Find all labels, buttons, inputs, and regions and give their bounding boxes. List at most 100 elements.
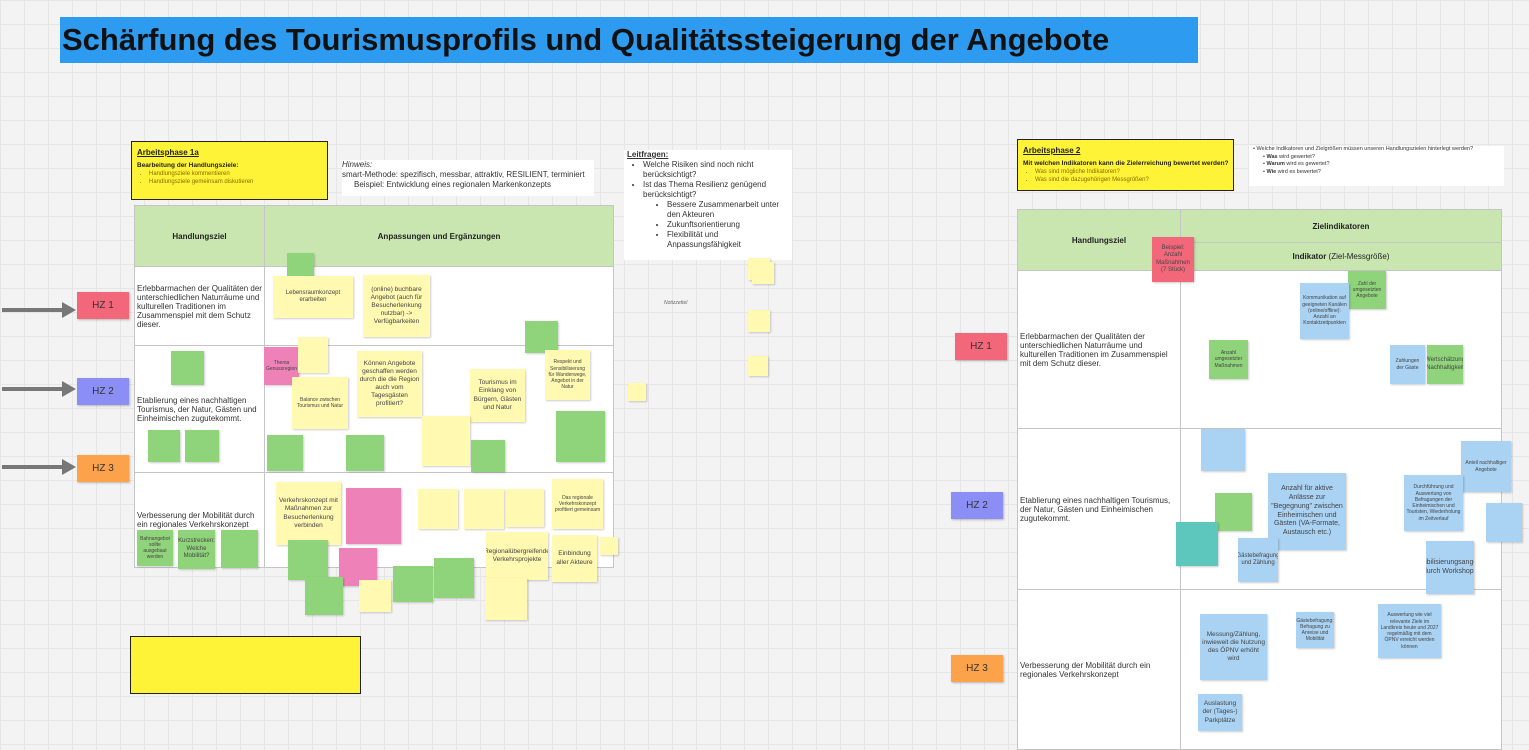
leitfragen-item: Welche Risiken sind noch nicht berücksic… [643,160,789,180]
leitfragen-heading: Leitfragen: [627,150,669,159]
sticky-note[interactable] [506,489,544,527]
sticky-note[interactable] [288,540,328,580]
sticky-note[interactable]: Auswertung wie viel relevante Ziele im L… [1378,604,1441,658]
table1-header-anpassungen: Anpassungen und Ergänzungen [264,205,614,267]
sticky-note[interactable]: Kommunikation auf geeigneten Kanälen (on… [1300,283,1349,339]
sticky-note[interactable] [600,537,618,555]
phase1-subheading: Bearbeitung der Handlungsziele: [137,162,239,169]
sticky-note[interactable] [748,356,768,376]
sticky-note[interactable] [346,488,401,544]
table1-row-goal: Erlebbarmachen der Qualitäten der unters… [134,266,265,346]
phase1-item: Handlungsziele gemeinsam diskutieren [149,178,323,186]
sticky-note[interactable] [752,262,774,284]
sticky-note[interactable] [1215,493,1252,531]
sticky-note[interactable]: Das regionale Verkehrskonzept profitiert… [552,479,603,529]
hint-label: Hinweis: [342,160,373,169]
sticky-note[interactable] [171,351,204,385]
sticky-note[interactable] [221,530,258,568]
sticky-note[interactable] [393,566,433,602]
leitfragen-subitem: Bessere Zusammenarbeit unter den Akteure… [667,200,789,220]
phase2-heading: Arbeitsphase 2 [1023,146,1081,155]
sticky-note[interactable] [464,489,504,529]
questions2-box[interactable]: • Welche Indikatoren und Zielgrößen müss… [1249,146,1504,186]
sticky-note[interactable] [434,558,474,598]
page-title: Schärfung des Tourismusprofils und Quali… [60,17,1198,63]
sticky-note[interactable]: Zahl der umgesetzten Angebote [1348,271,1386,309]
hint-line1: smart-Methode: spezifisch, messbar, attr… [342,170,585,179]
sticky-note[interactable]: Gästebefragung und Zählung [1238,538,1278,582]
table2-subheader: Indikator (Ziel-Messgröße) [1180,242,1502,271]
phase2-item: Was sind mögliche Indikatoren? [1035,168,1229,176]
sticky-note[interactable]: Beispiel: Anzahl Maßnahmen (7 Stück) [1152,237,1194,282]
sticky-note[interactable] [1486,503,1522,542]
sticky-note[interactable]: Bahnangebot sollte ausgebaut werden [137,530,173,566]
hz1-label[interactable]: HZ 1 [955,333,1007,360]
table2-row-goal: Erlebbarmachen der Qualitäten der unters… [1017,270,1181,429]
leitfragen-item: Ist das Thema Resilienz genügend berücks… [643,180,789,200]
sticky-note[interactable] [748,310,770,332]
phase2-box[interactable]: Arbeitsphase 2 Mit welchen Indikatoren k… [1017,139,1234,191]
sticky-note[interactable] [267,435,303,471]
sticky-note[interactable]: Sensibilisierungsangebote durch Workshop… [1426,541,1474,594]
sticky-note[interactable]: Kurzstrecken: Welche Mobilität? [178,530,215,569]
sticky-note[interactable] [471,440,505,472]
phase1-heading: Arbeitsphase 1a [137,148,199,157]
sticky-note[interactable]: Balance zwischen Tourismus und Natur [292,377,348,429]
sticky-note[interactable] [628,383,646,401]
table2-header-handlungsziel: Handlungsziel [1017,209,1181,271]
hint-box[interactable]: Hinweis: smart-Methode: spezifisch, mess… [342,160,594,196]
hz2-label[interactable]: HZ 2 [77,378,129,405]
sticky-note[interactable]: Messung/Zählung, inwieweit die Nutzung d… [1200,614,1267,680]
sticky-note[interactable]: Lebensraumkonzept erarbeiten [273,276,353,318]
sticky-note[interactable]: Zahlungen der Gäste [1390,345,1425,384]
sticky-note[interactable]: Regionalübergreifende Verkehrsprojekte [486,532,548,580]
questions2-main: Welche Indikatoren und Zielgrößen müssen… [1256,146,1474,152]
sticky-note[interactable] [339,548,377,586]
sticky-note[interactable]: Anteil nachhaltiger Angebote [1461,441,1511,492]
sticky-note[interactable]: Einbindung aller Akteure [552,535,597,582]
table1-header-handlungsziel: Handlungsziel [134,205,265,267]
phase1-box[interactable]: Arbeitsphase 1a Bearbeitung der Handlung… [131,141,328,200]
hz2-label[interactable]: HZ 2 [951,492,1003,519]
sticky-note[interactable] [298,337,328,373]
sticky-note[interactable]: Tourismus im Einklang von Bürgern, Gäste… [470,369,525,422]
sticky-note[interactable] [418,489,458,529]
sticky-note[interactable] [1201,429,1245,471]
leitfragen-subitem: Flexibilität und Anpassungsfähigkeit [667,230,789,250]
leitfragen-box[interactable]: Leitfragen: Welche Risiken sind noch nic… [624,150,792,260]
notizzettel-label: Notizzettel [664,300,688,306]
sticky-note[interactable]: Respekt und Sensibilisierung für Wanderw… [545,350,590,400]
sticky-note[interactable] [185,430,219,462]
sticky-note[interactable] [485,578,527,620]
sticky-note[interactable]: Können Angebote geschaffen werden durch … [357,351,422,417]
hz1-label[interactable]: HZ 1 [77,292,129,319]
sticky-note[interactable] [287,253,314,280]
phase1-item: Handlungsziele kommentieren [149,170,323,178]
sticky-note[interactable] [556,411,605,462]
leitfragen-subitem: Zukunftsorientierung [667,220,789,230]
sticky-note[interactable]: (online) buchbare Angebot (auch für Besu… [363,275,430,337]
sticky-note[interactable] [346,435,384,471]
sticky-note[interactable]: Durchführung und Auswertung von Befragun… [1404,475,1463,531]
sticky-note[interactable] [359,580,391,612]
phase2-subheading: Mit welchen Indikatoren kann die Zielerr… [1023,160,1229,167]
table2-header-zielindikatoren: Zielindikatoren [1180,209,1502,243]
sticky-note[interactable]: Anzahl für aktive Anlässe zur "Begegnung… [1268,473,1346,550]
table2-row-goal: Etablierung eines nachhaltigen Tourismus… [1017,428,1181,590]
sticky-note[interactable] [422,416,470,466]
sticky-note[interactable]: Auslastung der (Tages-) Parkplätze [1198,694,1242,731]
hint-line2: Beispiel: Entwicklung eines regionalen M… [354,180,551,189]
empty-note-box[interactable] [130,636,361,694]
sticky-note[interactable] [525,321,558,353]
sticky-note[interactable] [305,577,343,615]
sticky-note[interactable] [1176,522,1218,566]
hz3-label[interactable]: HZ 3 [951,655,1003,682]
hz3-label[interactable]: HZ 3 [77,455,129,482]
sticky-note[interactable] [148,430,180,462]
table2-row-goal: Verbesserung der Mobilität durch ein reg… [1017,589,1181,750]
sticky-note[interactable]: Verkehrskonzept mit Maßnahmen zur Besuch… [276,482,341,545]
sticky-note[interactable]: Anzahl umgesetzter Maßnahmen [1209,340,1248,379]
phase2-item: Was sind die dazugehörigen Messgrößen? [1035,176,1229,184]
sticky-note[interactable]: Wertschätzung Nachhaltigkeit [1427,345,1463,384]
sticky-note[interactable]: Gästebefragung: Befragung zu Anreise und… [1296,612,1334,648]
